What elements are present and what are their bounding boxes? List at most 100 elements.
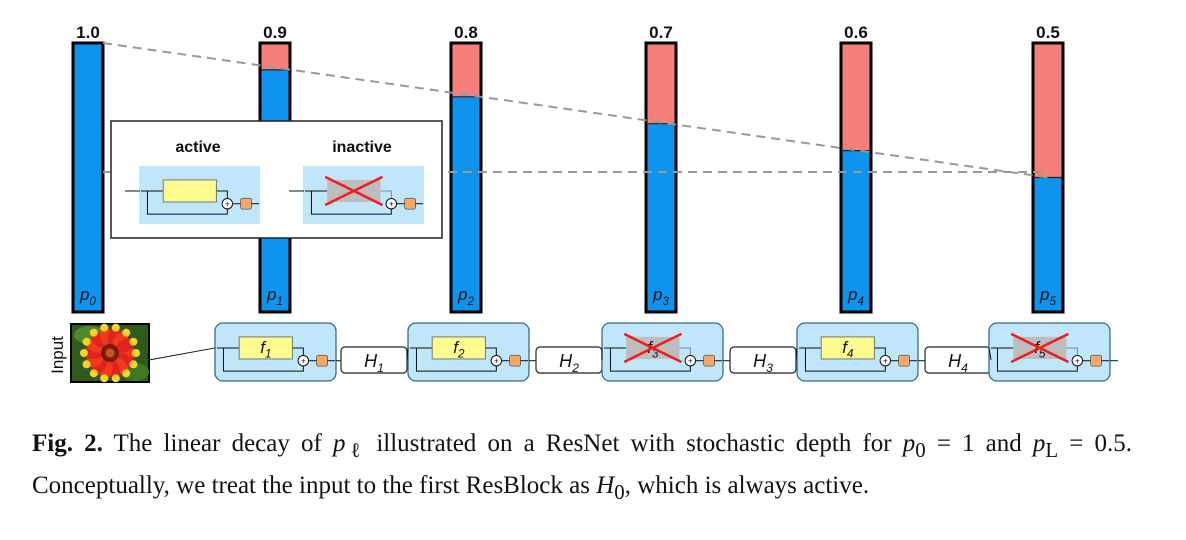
- resblock-sum-plus-legend-active: +: [225, 199, 230, 209]
- bar-value-label-0: 1.0: [76, 23, 100, 42]
- resblock-f-out-line-0: [292, 347, 304, 356]
- input-image-petal-tip-10: [100, 323, 109, 332]
- resblock-sum-plus-2: +: [688, 356, 693, 366]
- figure-caption: Fig. 2. The linear decay of pℓ illustrat…: [32, 426, 1132, 510]
- transition-label-2-sub: 3: [766, 361, 773, 375]
- resblock-skip-line-3: [804, 347, 886, 372]
- resblock-function-label-3-sub: 4: [847, 349, 853, 361]
- bar-p-label-0-main: p: [79, 285, 89, 304]
- resblock-skip-line-4: [996, 347, 1078, 372]
- bar-drop-segment-5: [1033, 43, 1063, 178]
- input-image-petal-tip-4: [100, 374, 109, 383]
- bar-drop-segment-4: [841, 43, 871, 151]
- input-image-petal-tip-1: [129, 360, 138, 369]
- transition-label-2-main: H: [753, 351, 767, 371]
- bar-p-label-0-sub: 0: [90, 296, 97, 308]
- resblock-f-out-line-3: [874, 347, 886, 356]
- bar-outline-2: [449, 41, 483, 314]
- bar-group-2: 0.8p2: [449, 23, 483, 314]
- transition-label-1: H2: [559, 351, 579, 375]
- bar-drop-segment-2: [451, 43, 481, 97]
- resblock-function-box-legend-active: [162, 179, 217, 203]
- bar-survive-segment-3: [646, 123, 676, 312]
- bar-p-label-2-main: p: [457, 285, 467, 304]
- resblock-skip-line-legend-active: [146, 190, 228, 215]
- resblock-cross-b-2: [623, 332, 682, 364]
- transition-label-1-main: H: [559, 351, 573, 371]
- bar-p-label-3-sub: 3: [663, 296, 670, 308]
- resblock-skip-line-1: [415, 347, 497, 372]
- transition-label-1-sub: 2: [571, 361, 579, 375]
- caption-pL-sub: L: [1045, 438, 1059, 462]
- bar-value-label-1: 0.9: [263, 23, 287, 42]
- input-image-petal-tip-9: [89, 328, 98, 337]
- chain-link-into-block-1: [406, 347, 409, 361]
- bar-p-label-5-main: p: [1039, 285, 1049, 304]
- bar-group-3: 0.7p3: [644, 23, 678, 314]
- input-image-petal-tip-5: [89, 369, 98, 378]
- input-image-petal-tip-12: [122, 328, 131, 337]
- input-image-petal-tip-11: [111, 323, 120, 332]
- resblock-1: f2+: [407, 322, 530, 382]
- caption-p0-var: p: [902, 430, 916, 457]
- bar-value-label-4: 0.6: [844, 23, 868, 42]
- resblock-function-label-1: f2: [453, 338, 465, 361]
- input-label: Input: [48, 336, 67, 374]
- caption-h0-sub: 0: [614, 480, 625, 504]
- caption-pl-sub: ℓ: [345, 438, 366, 462]
- resblock-legend-active: +: [139, 166, 260, 224]
- bar-p-label-1-main: p: [266, 285, 276, 304]
- bar-survive-segment-4: [841, 150, 871, 312]
- caption-fig-label: Fig. 2.: [32, 430, 103, 457]
- bar-p-label-3-main: p: [652, 285, 662, 304]
- resblock-activation-legend-active: [240, 197, 252, 210]
- bar-p-label-5-sub: 5: [1050, 296, 1057, 308]
- caption-text-1: The linear decay of: [102, 430, 333, 457]
- input-image-petal-tip-0: [132, 349, 140, 357]
- resblock-cross-b-legend-inactive: [324, 175, 383, 207]
- input-image-petal-tip-2: [122, 369, 131, 378]
- chain-link-into-block-0: [148, 347, 216, 361]
- caption-text-4: = 0.5. Conceptually, we treat the input …: [32, 430, 1132, 499]
- resblock-f-out-line-2: [679, 347, 691, 356]
- resblock-skip-line-0: [222, 347, 304, 372]
- transition-label-0: H1: [364, 351, 384, 375]
- transition-label-3-sub: 4: [961, 361, 968, 375]
- resblock-f-out-line-legend-inactive: [380, 190, 392, 199]
- transition-label-0-main: H: [364, 351, 378, 371]
- bar-group-4: 0.6 p4: [839, 23, 873, 314]
- caption-p0-sub: 0: [915, 438, 926, 462]
- resblock-sum-plus-legend-inactive: +: [389, 199, 394, 209]
- bar-p-label-1-sub: 1: [277, 296, 283, 308]
- bar-drop-segment-1: [260, 43, 290, 70]
- resblock-function-label-1-main: f: [453, 338, 460, 357]
- resblock-skip-line-2: [609, 347, 691, 372]
- transition-label-2: H3: [753, 351, 773, 375]
- resblock-2: f3+: [601, 322, 724, 382]
- bar-p-label-0: p0: [79, 285, 96, 308]
- legend-inactive-label: inactive: [332, 139, 392, 156]
- transition-2: H3: [723, 346, 797, 375]
- resblock-function-label-3: f4: [842, 338, 853, 361]
- resblock-function-label-0-sub: 1: [265, 349, 271, 361]
- bar-value-label-5: 0.5: [1036, 23, 1060, 42]
- resblock-sum-plus-0: +: [301, 356, 306, 366]
- resblock-f-out-line-4: [1066, 347, 1078, 356]
- caption-text-5: , which is always active.: [624, 472, 870, 499]
- transition-label-3: H4: [948, 351, 968, 375]
- bar-survive-segment-5: [1033, 177, 1063, 312]
- input-image-petal-tip-8: [82, 337, 91, 346]
- bar-p-label-4: p4: [847, 285, 864, 308]
- resblock-activation-legend-inactive: [404, 197, 416, 210]
- transition-label-0-sub: 1: [377, 361, 384, 375]
- bar-survive-segment-2: [451, 96, 481, 312]
- bar-drop-segment-3: [646, 43, 676, 124]
- resblock-activation-1: [509, 354, 521, 367]
- bar-p-label-4-sub: 4: [858, 296, 864, 308]
- resblock-f-out-line-legend-active: [216, 190, 228, 199]
- caption-h0-var: H: [596, 472, 615, 499]
- resblock-function-label-2-sub: 3: [652, 349, 659, 361]
- resblock-cross-b-4: [1010, 332, 1069, 364]
